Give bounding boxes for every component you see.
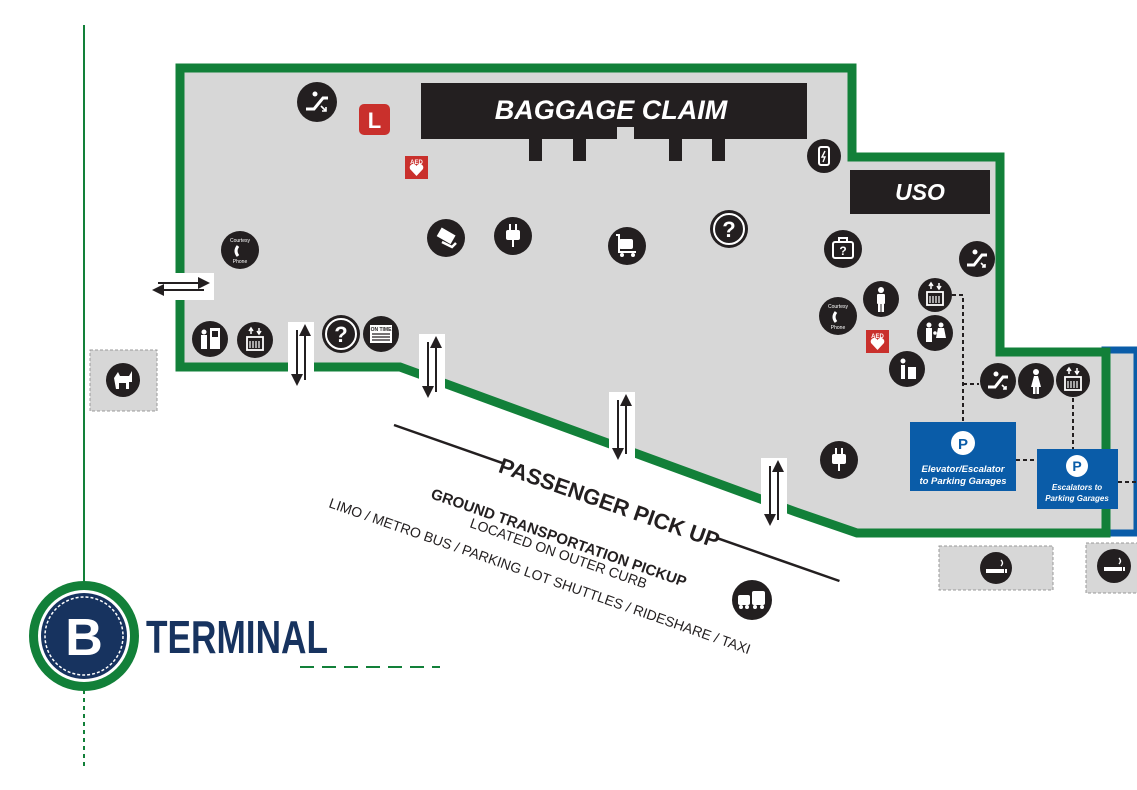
elevator-icon[interactable] [1056, 363, 1090, 397]
escalator-parking-sign[interactable]: P Escalators to Parking Garages [1037, 449, 1118, 509]
atm-label: ON TIME [371, 327, 392, 333]
parking-sign-label: Elevator/Escalator [922, 464, 1006, 475]
aed-label: AED [410, 160, 423, 166]
door-arrows-icon[interactable] [148, 273, 214, 300]
svg-text:?: ? [722, 217, 735, 242]
restroom-men-icon[interactable] [863, 281, 899, 317]
courtesy-phone-label: Courtesy [828, 304, 849, 310]
restroom-women-icon[interactable] [1018, 363, 1054, 399]
escalator-icon[interactable] [959, 241, 995, 277]
courtesy-phone-label: Phone [831, 325, 846, 331]
parking-symbol: P [958, 436, 968, 453]
elevator-icon[interactable] [918, 278, 952, 312]
smoking-area[interactable] [938, 545, 1054, 591]
family-restroom-icon[interactable] [917, 315, 953, 351]
parking-symbol: P [1072, 458, 1081, 474]
door-arrows-icon[interactable] [288, 322, 314, 388]
smoking-area-icon [980, 552, 1012, 584]
power-outlet-icon[interactable] [494, 217, 532, 255]
baggage-claim-label: BAGGAGE CLAIM [495, 95, 728, 125]
bus-taxi-icon[interactable] [732, 580, 772, 620]
courtesy-phone-icon[interactable]: Courtesy Phone [221, 231, 259, 269]
baggage-cart-icon[interactable] [608, 227, 646, 265]
power-outlet-icon[interactable] [820, 441, 858, 479]
aed-label: AED [871, 334, 884, 340]
aed-icon[interactable]: AED [405, 156, 428, 179]
vending-icon[interactable] [192, 321, 228, 357]
charging-station-icon[interactable] [807, 139, 841, 173]
atm-icon[interactable]: ON TIME [363, 316, 399, 352]
parking-sign-label: Escalators to [1052, 483, 1102, 492]
elevator-parking-sign[interactable]: P Elevator/Escalator to Parking Garages [910, 422, 1016, 491]
terminal-title: TERMINAL [146, 611, 328, 663]
elevator-icon[interactable] [237, 322, 273, 358]
door-arrows-icon[interactable] [419, 334, 445, 400]
courtesy-phone-label: Courtesy [230, 238, 251, 244]
parking-sign-label: to Parking Garages [919, 476, 1006, 487]
svg-text:?: ? [839, 244, 846, 258]
aed-icon[interactable]: AED [866, 330, 889, 353]
uso-label: USO [895, 179, 945, 205]
door-arrows-icon[interactable] [761, 458, 787, 528]
escalator-icon[interactable] [980, 363, 1016, 399]
pet-relief-icon [106, 363, 140, 397]
pet-relief-area[interactable] [89, 349, 158, 412]
terminal-letter: B [65, 609, 103, 667]
baggage-claim-area[interactable]: BAGGAGE CLAIM [421, 83, 807, 161]
terminal-badge: B [29, 581, 139, 691]
level-marker-label: L [368, 108, 381, 133]
smoking-area[interactable] [1085, 542, 1137, 594]
information-icon[interactable]: ? [322, 315, 360, 353]
level-marker[interactable]: L [359, 104, 390, 135]
smoking-area-icon [1097, 549, 1131, 583]
parking-sign-label: Parking Garages [1045, 494, 1109, 503]
information-icon[interactable]: ? [710, 210, 748, 248]
svg-text:?: ? [334, 322, 347, 347]
courtesy-phone-icon[interactable]: Courtesy Phone [819, 297, 857, 335]
lost-baggage-icon[interactable]: ? [824, 230, 862, 268]
courtesy-phone-label: Phone [233, 259, 248, 265]
escalator-icon[interactable] [297, 82, 337, 122]
uso-area[interactable]: USO [850, 170, 990, 214]
currency-exchange-icon[interactable] [427, 219, 465, 257]
drinking-fountain-icon[interactable] [889, 351, 925, 387]
door-arrows-icon[interactable] [609, 392, 635, 462]
